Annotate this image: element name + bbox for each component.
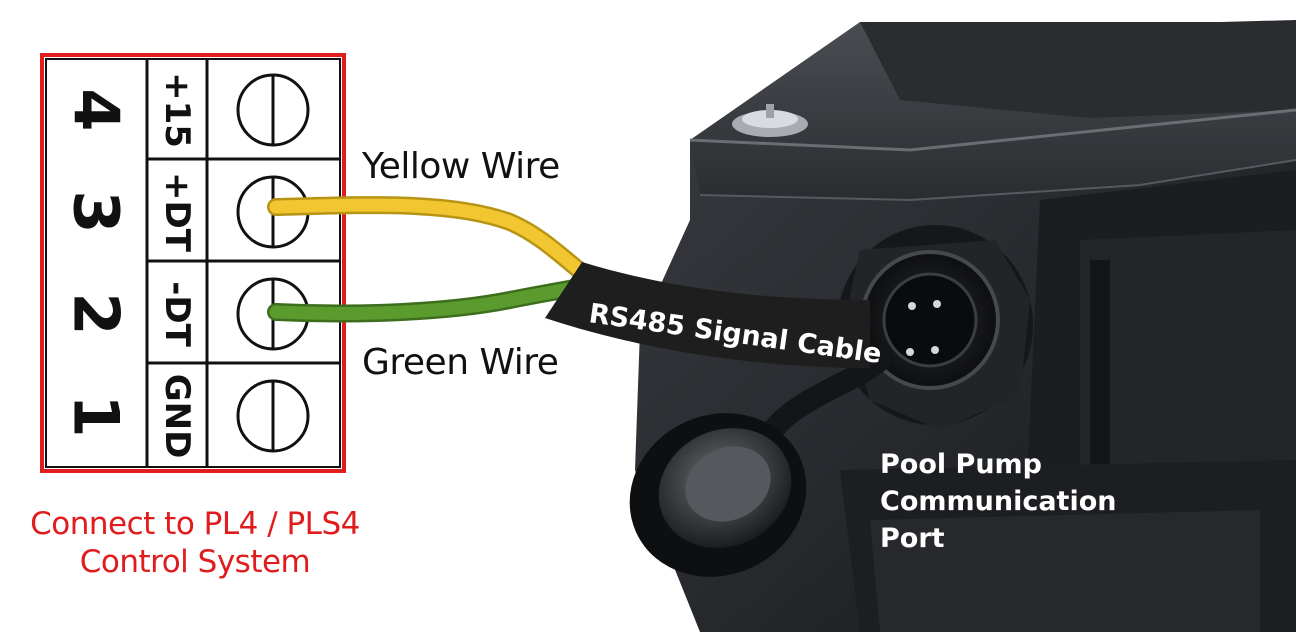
control-system-caption: Connect to PL4 / PLS4 Control System xyxy=(6,505,384,581)
terminal-signal-label: +15 xyxy=(157,72,197,148)
port-label-line-2: Communication xyxy=(880,486,1117,517)
terminal-row: 3 +DT xyxy=(60,172,310,253)
terminal-signal-label: -DT xyxy=(157,281,197,347)
connector-dust-cap xyxy=(629,349,891,577)
yellow-wire-core xyxy=(269,198,592,282)
terminal-pin-number: 1 xyxy=(60,394,133,437)
communication-port-connector xyxy=(837,225,1033,430)
green-wire-core xyxy=(269,278,597,320)
terminal-row: 1 GND xyxy=(60,374,310,459)
terminal-pin-number: 2 xyxy=(60,292,133,335)
terminal-pin-number: 3 xyxy=(60,190,133,233)
terminal-pin-number: 4 xyxy=(60,88,133,131)
pool-pump-port-label: Pool Pump Communication Port xyxy=(880,446,1117,557)
port-label-line-3: Port xyxy=(880,523,945,554)
caption-line-1: Connect to PL4 / PLS4 xyxy=(30,506,360,542)
cable-body xyxy=(545,262,870,368)
terminal-block: 4 +15 3 +DT 2 -DT 1 GND xyxy=(40,53,346,473)
wires xyxy=(267,196,599,323)
terminal-row: 4 +15 xyxy=(60,72,310,148)
green-wire-label: Green Wire xyxy=(362,342,559,383)
terminal-signal-label: GND xyxy=(157,374,197,459)
terminal-signal-label: +DT xyxy=(157,172,197,253)
yellow-wire-label: Yellow Wire xyxy=(362,146,560,187)
caption-line-2: Control System xyxy=(79,544,311,580)
port-label-line-1: Pool Pump xyxy=(880,449,1043,480)
